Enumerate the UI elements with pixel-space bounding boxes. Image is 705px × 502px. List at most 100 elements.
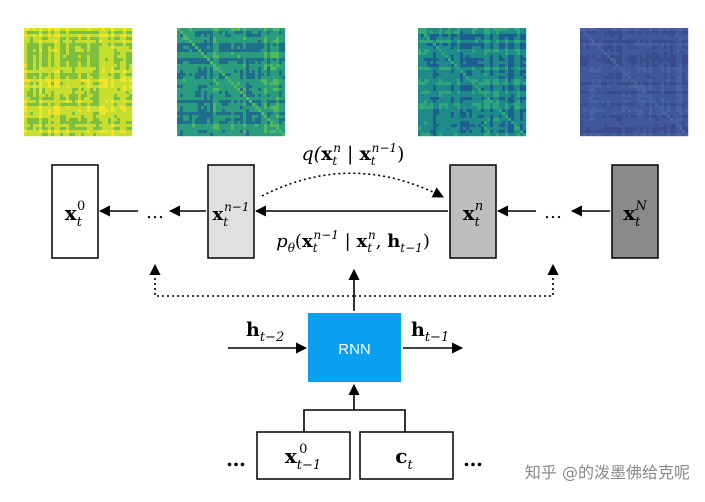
heatmap-cell xyxy=(48,55,52,59)
heatmap-cell xyxy=(72,97,76,101)
heatmap-cell xyxy=(505,97,509,101)
heatmap-cell xyxy=(96,85,100,89)
heatmap-cell xyxy=(276,67,280,71)
heatmap-cell xyxy=(475,97,479,101)
heatmap-cell xyxy=(177,82,181,86)
heatmap-cell xyxy=(78,85,82,89)
heatmap-cell xyxy=(51,55,55,59)
heatmap-cell xyxy=(442,97,446,101)
heatmap-cell xyxy=(514,49,518,53)
heatmap-cell xyxy=(430,67,434,71)
heatmap-cell xyxy=(631,112,635,116)
heatmap-cell xyxy=(129,100,133,104)
heatmap-cell xyxy=(279,94,283,98)
heatmap-cell xyxy=(484,100,488,104)
heatmap-cell xyxy=(457,70,461,74)
heatmap-cell xyxy=(439,79,443,83)
heatmap-cell xyxy=(114,58,118,62)
heatmap-cell xyxy=(508,85,512,89)
heatmap-cell xyxy=(57,64,61,68)
heatmap-cell xyxy=(682,97,686,101)
heatmap-cell xyxy=(583,112,587,116)
heatmap-cell xyxy=(508,109,512,113)
heatmap-cell xyxy=(454,37,458,41)
heatmap-cell xyxy=(460,112,464,116)
heatmap-cell xyxy=(96,52,100,56)
heatmap-cell xyxy=(517,124,521,128)
heatmap-cell xyxy=(514,100,518,104)
heatmap-cell xyxy=(123,112,127,116)
heatmap-cell xyxy=(120,103,124,107)
heatmap-cell xyxy=(276,115,280,119)
heatmap-cell xyxy=(102,118,106,122)
heatmap-cell xyxy=(463,55,467,59)
heatmap-cell xyxy=(436,28,440,32)
heatmap-cell xyxy=(93,67,97,71)
heatmap-cell xyxy=(78,61,82,65)
heatmap-cell xyxy=(514,82,518,86)
heatmap-cell xyxy=(499,85,503,89)
heatmap-cell xyxy=(204,115,208,119)
heatmap-cell xyxy=(186,121,190,125)
heatmap-cell xyxy=(496,91,500,95)
heatmap-cell xyxy=(448,79,452,83)
heatmap-cell xyxy=(514,118,518,122)
heatmap-cell xyxy=(189,91,193,95)
heatmap-cell xyxy=(114,43,118,47)
heatmap-cell xyxy=(213,73,217,77)
heatmap-cell xyxy=(676,43,680,47)
heatmap-cell xyxy=(255,76,259,80)
heatmap-cell xyxy=(219,82,223,86)
heatmap-cell xyxy=(99,55,103,59)
heatmap-cell xyxy=(676,97,680,101)
heatmap-cell xyxy=(598,100,602,104)
heatmap-cell xyxy=(45,70,49,74)
heatmap-cell xyxy=(111,133,115,137)
heatmap-cell xyxy=(679,112,683,116)
heatmap-cell xyxy=(670,82,674,86)
heatmap-cell xyxy=(445,115,449,119)
heatmap-cell xyxy=(93,103,97,107)
heatmap-cell xyxy=(33,34,37,38)
heatmap-cell xyxy=(234,82,238,86)
heatmap-cell xyxy=(96,127,100,131)
heatmap-cell xyxy=(240,37,244,41)
heatmap-cell xyxy=(189,76,193,80)
heatmap-cell xyxy=(583,94,587,98)
heatmap-cell xyxy=(36,97,40,101)
heatmap-cell xyxy=(454,109,458,113)
heatmap-cell xyxy=(505,37,509,41)
heatmap-cell xyxy=(42,85,46,89)
heatmap-cell xyxy=(463,109,467,113)
heatmap-cell xyxy=(243,70,247,74)
heatmap-cell xyxy=(595,28,599,32)
heatmap-cell xyxy=(634,97,638,101)
heatmap-cell xyxy=(195,97,199,101)
heatmap-cell xyxy=(48,73,52,77)
heatmap-cell xyxy=(234,64,238,68)
heatmap-cell xyxy=(216,31,220,35)
heatmap-cell xyxy=(282,34,286,38)
heatmap-cell xyxy=(129,88,133,92)
heatmap-cell xyxy=(472,31,476,35)
heatmap-cell xyxy=(457,40,461,44)
heatmap-cell xyxy=(673,70,677,74)
heatmap-cell xyxy=(493,121,497,125)
heatmap-cell xyxy=(42,49,46,53)
heatmap-cell xyxy=(589,76,593,80)
heatmap-cell xyxy=(231,70,235,74)
heatmap-cell xyxy=(634,52,638,56)
heatmap-cell xyxy=(487,103,491,107)
heatmap-cell xyxy=(90,43,94,47)
heatmap-cell xyxy=(634,73,638,77)
heatmap-cell xyxy=(637,118,641,122)
heatmap-cell xyxy=(99,82,103,86)
heatmap-cell xyxy=(439,115,443,119)
heatmap-cell xyxy=(219,91,223,95)
heatmap-cell xyxy=(433,91,437,95)
heatmap-cell xyxy=(490,103,494,107)
heatmap-cell xyxy=(499,109,503,113)
heatmap-cell xyxy=(210,61,214,65)
heatmap-cell xyxy=(51,106,55,110)
heatmap-cell xyxy=(616,76,620,80)
